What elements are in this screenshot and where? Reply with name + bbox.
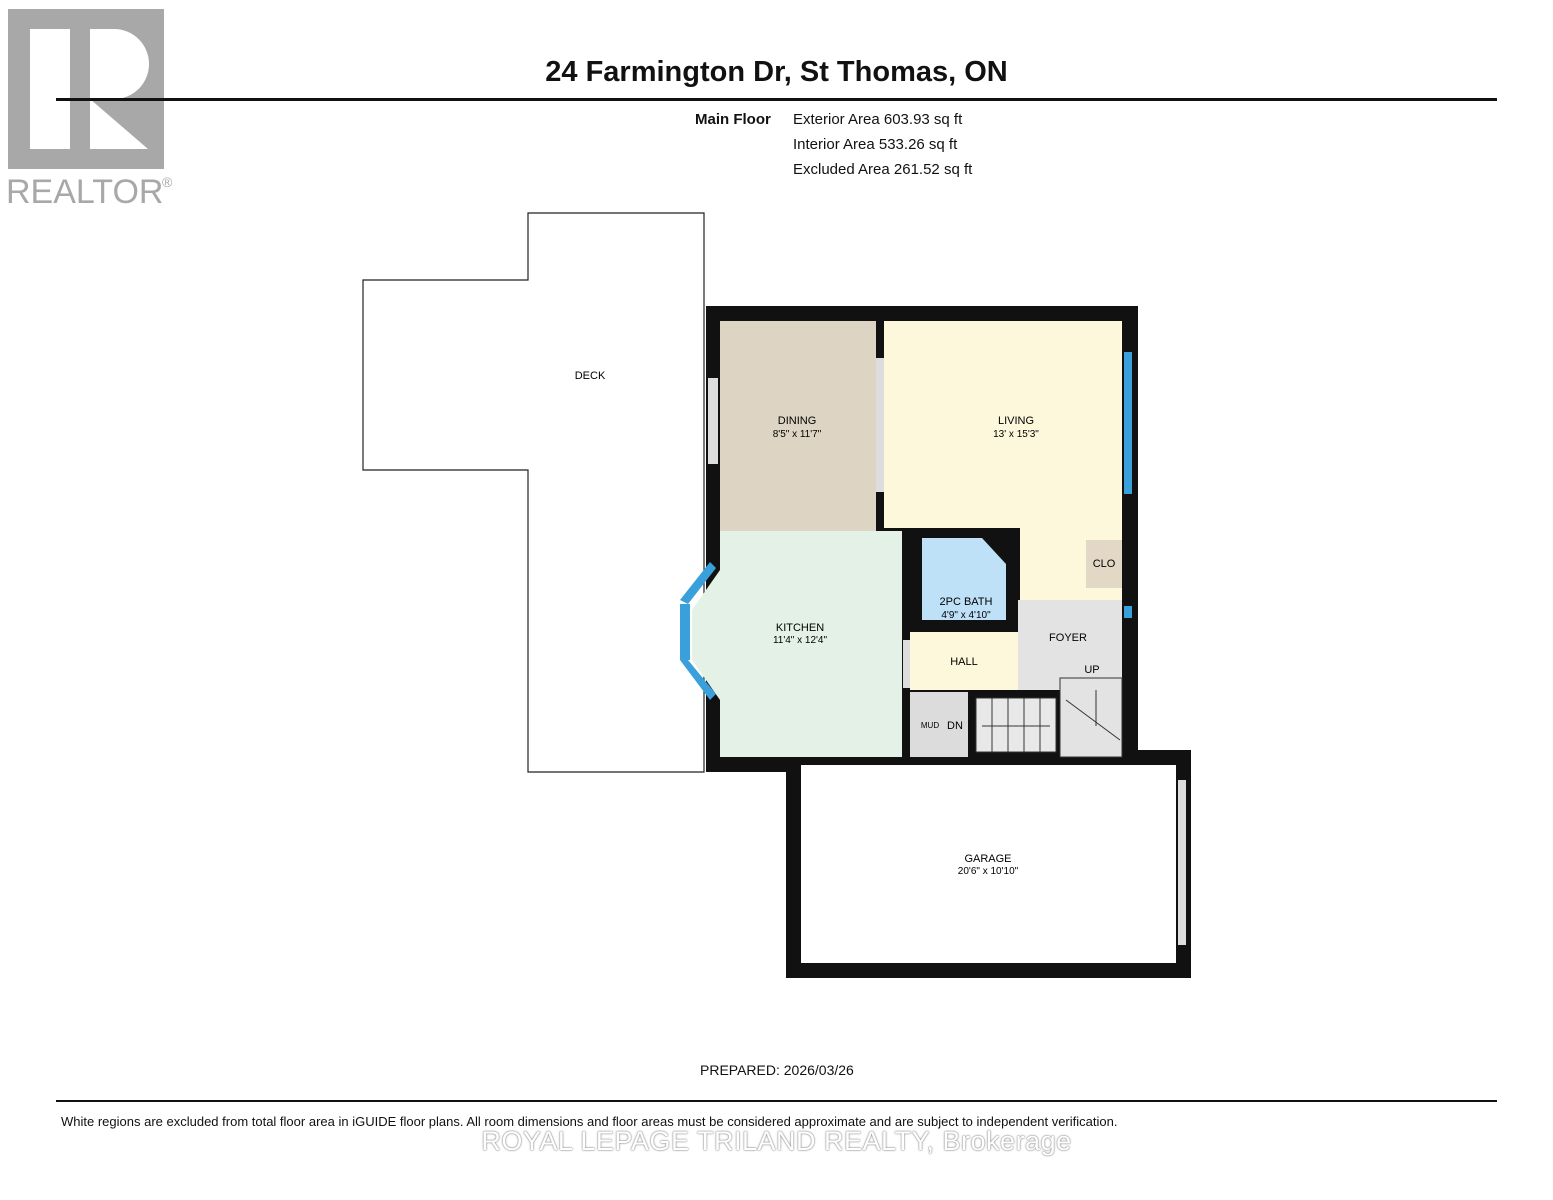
hall-label: HALL — [950, 656, 978, 668]
dining-dims: 8'5" x 11'7" — [773, 429, 822, 440]
kitchen-dims: 11'4" x 12'4" — [773, 635, 828, 646]
garage-dims: 20'6" x 10'10" — [958, 866, 1019, 877]
hall — [910, 632, 1018, 690]
svg-text:®: ® — [162, 174, 173, 190]
page-title: 24 Farmington Dr, St Thomas, ON — [545, 56, 1008, 88]
stairs-down-label: DN — [947, 720, 963, 732]
exterior-area: Exterior Area 603.93 sq ft — [793, 111, 963, 128]
interior-area: Interior Area 533.26 sq ft — [793, 136, 958, 153]
garage — [801, 765, 1176, 963]
foyer-label: FOYER — [1049, 632, 1087, 644]
wall-openings — [708, 358, 1186, 945]
foyer — [1018, 600, 1122, 690]
foyer-stairs — [1059, 677, 1123, 758]
garage-label: GARAGE — [964, 853, 1011, 865]
dining — [720, 321, 876, 531]
stairs-up-label: UP — [1084, 664, 1099, 676]
bath-label: 2PC BATH — [940, 596, 993, 608]
deck-label: DECK — [575, 370, 606, 382]
footer-divider — [56, 1100, 1497, 1102]
closet-label: CLO — [1093, 558, 1116, 570]
closet — [1086, 540, 1122, 588]
living-label: LIVING — [998, 415, 1034, 427]
mud — [910, 692, 968, 757]
realtor-logo: REALTOR ® — [6, 9, 173, 211]
floor-plan: DECK DINING 8'5" x 11'7" LIVING 13' x 15… — [362, 212, 1191, 978]
living-dims: 13' x 15'3" — [993, 429, 1039, 440]
living — [884, 321, 1122, 528]
floor-name: Main Floor — [695, 111, 771, 128]
windows — [680, 352, 1132, 700]
kitchen — [692, 531, 902, 757]
disclaimer: White regions are excluded from total fl… — [61, 1114, 1118, 1129]
dining-label: DINING — [778, 415, 817, 427]
bath — [922, 538, 1006, 620]
kitchen-label: KITCHEN — [776, 622, 824, 634]
mud-label: MUD — [921, 721, 939, 730]
deck — [362, 212, 705, 773]
excluded-area: Excluded Area 261.52 sq ft — [793, 161, 973, 178]
stairs-down — [975, 697, 1057, 753]
realtor-wordmark: REALTOR — [6, 173, 163, 211]
prepared-date: PREPARED: 2026/03/26 — [700, 1062, 854, 1078]
header-divider — [56, 98, 1497, 101]
stair-treads — [982, 690, 1121, 752]
bath-dims: 4'9" x 4'10" — [941, 610, 991, 621]
brokerage-watermark: ROYAL LEPAGE TRILAND REALTY, Brokerage — [481, 1126, 1072, 1156]
